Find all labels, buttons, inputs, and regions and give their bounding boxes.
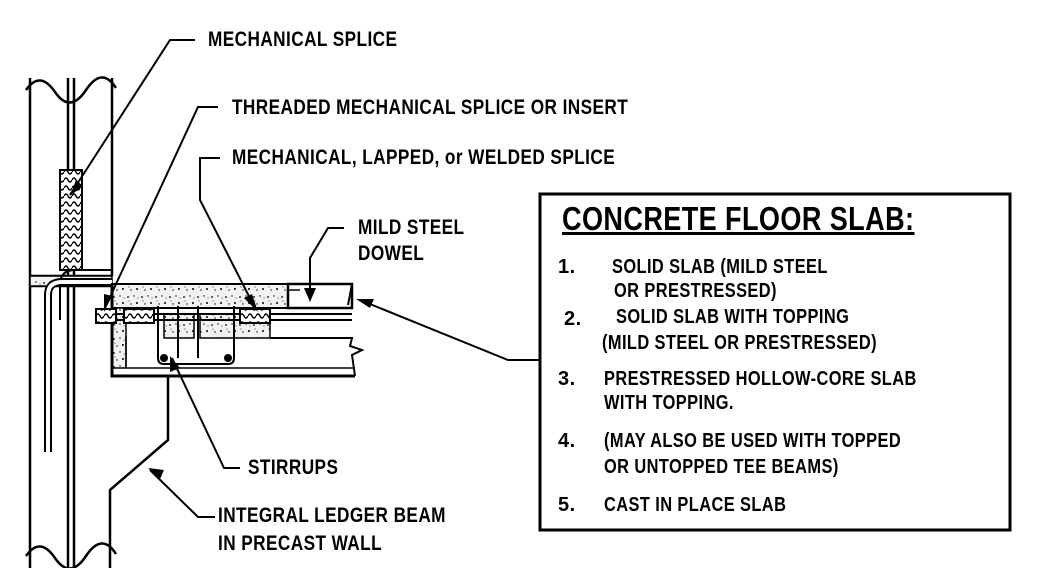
item-3-number: 3. <box>558 368 576 390</box>
item-2-number: 2. <box>564 308 582 330</box>
label-ledger-line2: IN PRECAST WALL <box>218 532 382 555</box>
item-5-number: 5. <box>558 494 576 516</box>
item-3-line2: WITH TOPPING. <box>604 392 734 414</box>
item-2-line1: SOLID SLAB WITH TOPPING <box>616 306 850 328</box>
label-lapped-splice: MECHANICAL, LAPPED, or WELDED SPLICE <box>232 146 616 169</box>
label-stirrups: STIRRUPS <box>248 456 339 479</box>
label-mild-steel: MILD STEEL <box>358 216 465 239</box>
ledger-beam <box>110 282 365 378</box>
item-1-number: 1. <box>558 256 576 278</box>
item-2-line2: (MILD STEEL OR PRESTRESSED) <box>602 332 878 354</box>
leader-lines <box>69 39 540 518</box>
stirrups-drawing <box>157 306 235 365</box>
item-4-number: 4. <box>558 430 576 452</box>
item-4-line2: OR UNTOPPED TEE BEAMS) <box>604 456 839 478</box>
splice-right <box>239 308 271 324</box>
arrowheads <box>70 180 374 479</box>
label-ledger-line1: INTEGRAL LEDGER BEAM <box>218 504 446 527</box>
threaded-insert <box>95 308 117 324</box>
item-4-line1: (MAY ALSO BE USED WITH TOPPED <box>604 430 902 452</box>
item-1-line2: OR PRESTRESSED) <box>614 280 777 302</box>
label-threaded-splice: THREADED MECHANICAL SPLICE OR INSERT <box>232 96 629 119</box>
item-5-line1: CAST IN PLACE SLAB <box>604 494 787 516</box>
item-1-line1: SOLID SLAB (MILD STEEL <box>612 256 828 278</box>
item-3-line1: PRESTRESSED HOLLOW-CORE SLAB <box>604 368 917 390</box>
splice-left <box>123 308 155 324</box>
label-mechanical-splice: MECHANICAL SPLICE <box>208 28 398 51</box>
legend-box <box>538 192 1012 532</box>
legend-title: CONCRETE FLOOR SLAB: <box>562 200 915 237</box>
label-dowel: DOWEL <box>358 242 425 265</box>
